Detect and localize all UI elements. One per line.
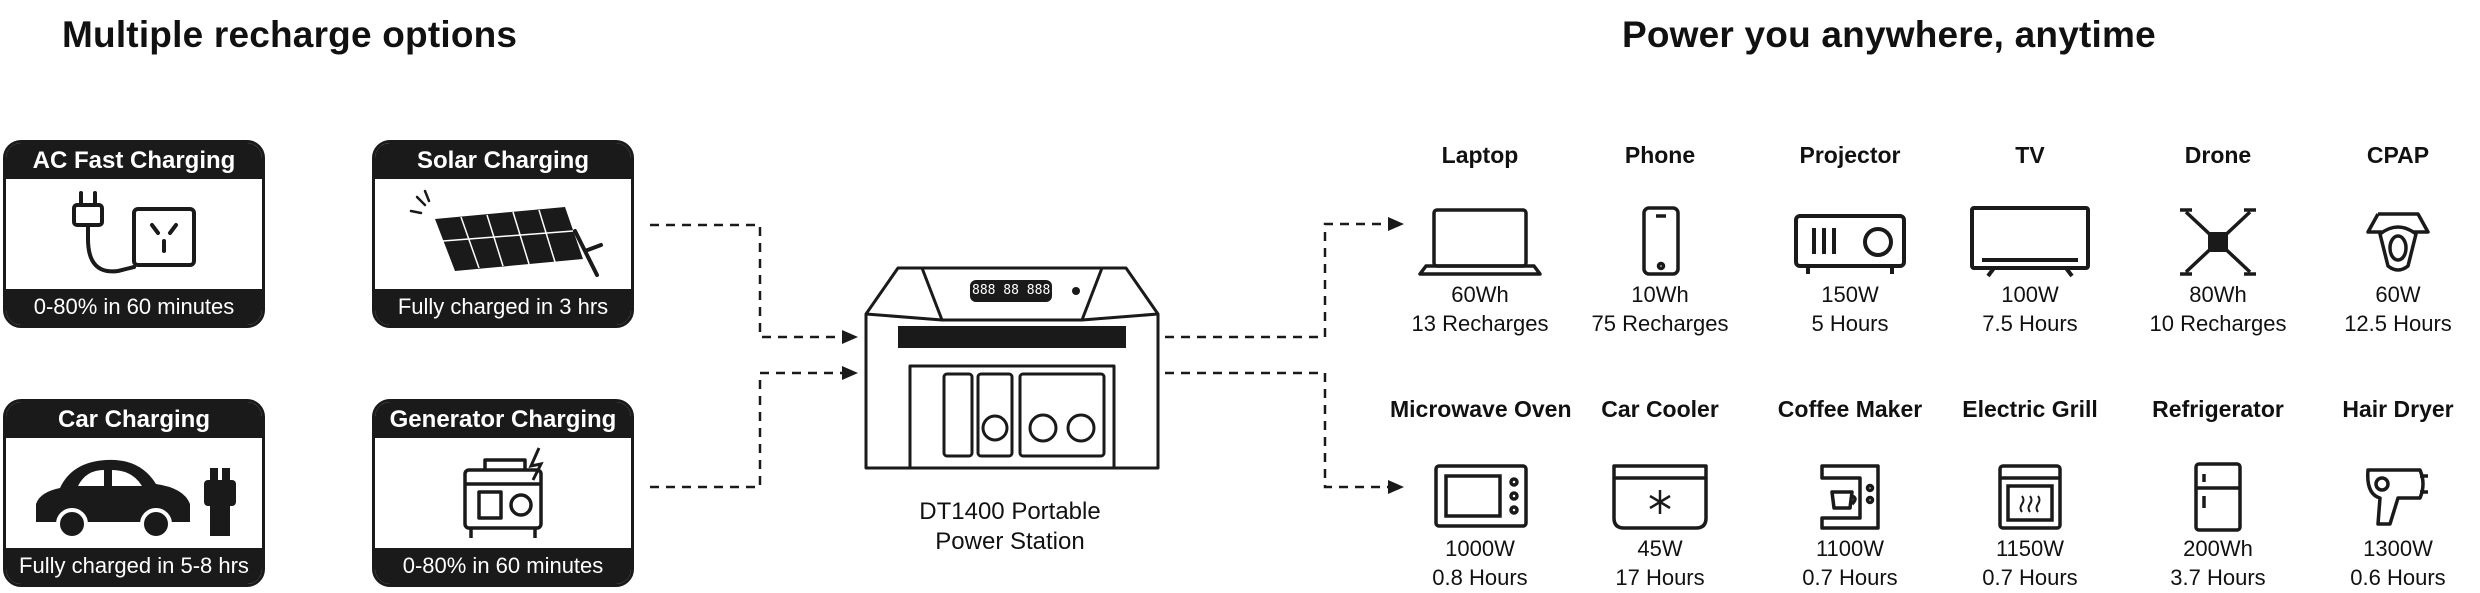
device-name: Phone (1624, 142, 1696, 168)
device-name: Hair Dryer (2342, 396, 2454, 422)
charging-card-solar: Solar Charging Fully charged in 3 hrs (372, 140, 634, 328)
device-runtime: 0.6 Hours (2350, 565, 2446, 590)
generator-icon (375, 438, 631, 548)
device-projector: Projector 150W 5 Hours (1760, 140, 1940, 338)
right-heading: Power you anywhere, anytime (1622, 14, 2156, 55)
device-runtime: 12.5 Hours (2344, 311, 2452, 336)
device-refrigerator: Refrigerator 200Wh 3.7 Hours (2128, 394, 2308, 592)
device-value: 100W (2001, 282, 2059, 307)
solar-panel-icon (375, 179, 631, 289)
device-runtime: 5 Hours (1811, 311, 1889, 336)
station-label-line2: Power Station (935, 528, 1085, 555)
card-title: AC Fast Charging (6, 143, 262, 179)
device-runtime: 13 Recharges (1411, 311, 1549, 336)
device-name: Laptop (1441, 142, 1519, 168)
device-name: Electric Grill (1962, 396, 2098, 422)
power-station: 888 88 888 (862, 258, 1162, 474)
device-value: 1100W (1815, 536, 1885, 561)
electric-grill-icon (1940, 424, 2120, 534)
charging-card-generator: Generator Charging 0-80% in 60 minutes (372, 399, 634, 587)
device-name: Microwave Oven (1390, 396, 1572, 422)
card-title: Car Charging (6, 402, 262, 438)
device-value: 80Wh (2189, 282, 2247, 307)
station-display: 888 88 888 (972, 283, 1051, 298)
device-name: Drone (2184, 142, 2252, 168)
drone-icon (2128, 170, 2308, 280)
device-name: CPAP (2366, 142, 2430, 168)
station-label: DT1400 Portable Power Station (870, 497, 1150, 557)
device-value: 1300W (2363, 536, 2433, 561)
device-laptop: Laptop 60Wh 13 Recharges (1390, 140, 1570, 338)
left-heading: Multiple recharge options (62, 14, 518, 55)
card-title: Solar Charging (375, 143, 631, 179)
device-name: Coffee Maker (1777, 396, 1923, 422)
device-runtime: 3.7 Hours (2170, 565, 2266, 590)
device-tv: TV 100W 7.5 Hours (1940, 140, 2120, 338)
car-charger-icon (6, 438, 262, 548)
device-value: 150W (1821, 282, 1879, 307)
charging-card-ac: AC Fast Charging 0-80% in 60 minutes (3, 140, 265, 328)
card-detail: 0-80% in 60 minutes (6, 289, 262, 325)
device-value: 60Wh (1451, 282, 1509, 307)
coffee-maker-icon (1760, 424, 1940, 534)
device-value: 45W (1637, 536, 1683, 561)
device-value: 1000W (1445, 536, 1515, 561)
charging-card-car: Car Charging Fully charged in 5-8 hrs (3, 399, 265, 587)
hair-dryer-icon (2308, 424, 2480, 534)
card-detail: 0-80% in 60 minutes (375, 548, 631, 584)
device-cpap: CPAP 60W 12.5 Hours (2308, 140, 2480, 338)
device-hair-dryer: Hair Dryer 1300W 0.6 Hours (2308, 394, 2480, 592)
refrigerator-icon (2128, 424, 2308, 534)
microwave-icon (1390, 424, 1570, 534)
device-drone: Drone 80Wh 10 Recharges (2128, 140, 2308, 338)
device-runtime: 75 Recharges (1591, 311, 1729, 336)
tv-icon (1940, 170, 2120, 280)
device-runtime: 0.7 Hours (1982, 565, 2078, 590)
station-label-line1: DT1400 Portable (919, 498, 1101, 525)
device-value: 60W (2375, 282, 2421, 307)
device-value: 1150W (1995, 536, 2065, 561)
card-detail: Fully charged in 3 hrs (375, 289, 631, 325)
device-car-cooler: Car Cooler 45W 17 Hours (1570, 394, 1750, 592)
device-runtime: 0.7 Hours (1802, 565, 1898, 590)
device-name: Refrigerator (2152, 396, 2284, 422)
device-value: 200Wh (2183, 536, 2253, 561)
projector-icon (1760, 170, 1940, 280)
device-name: TV (2015, 142, 2045, 168)
device-value: 10Wh (1631, 282, 1689, 307)
device-electric-grill: Electric Grill 1150W 0.7 Hours (1940, 394, 2120, 592)
device-name: Projector (1799, 142, 1901, 168)
device-runtime: 7.5 Hours (1982, 311, 2078, 336)
device-microwave-oven: Microwave Oven 1000W 0.8 Hours (1390, 394, 1572, 592)
card-title: Generator Charging (375, 402, 631, 438)
car-cooler-icon (1570, 424, 1750, 534)
device-runtime: 17 Hours (1615, 565, 1705, 590)
device-name: Car Cooler (1601, 396, 1719, 422)
cpap-icon (2308, 170, 2480, 280)
device-coffee-maker: Coffee Maker 1100W 0.7 Hours (1760, 394, 1940, 592)
device-runtime: 10 Recharges (2149, 311, 2287, 336)
device-phone: Phone 10Wh 75 Recharges (1570, 140, 1750, 338)
ac-plug-outlet-icon (6, 179, 262, 289)
card-detail: Fully charged in 5-8 hrs (6, 548, 262, 584)
laptop-icon (1390, 170, 1570, 280)
phone-icon (1570, 170, 1750, 280)
device-runtime: 0.8 Hours (1432, 565, 1528, 590)
